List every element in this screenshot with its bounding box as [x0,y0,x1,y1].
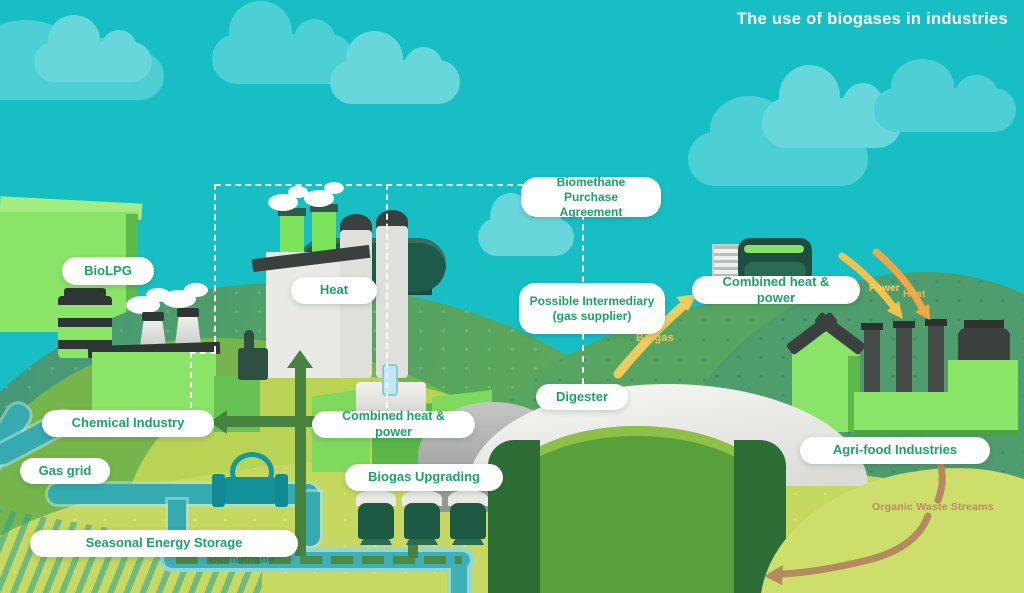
arrow-left-icon [210,410,227,434]
agri-tank [958,328,1010,364]
flow-arrow-chemical-chp [227,416,353,427]
dashed-connector-chp [386,184,388,408]
label-chemical-industry: Chemical Industry [42,410,214,437]
upgrading-tank-lid [448,490,488,506]
dashed-connector-left [214,184,216,352]
dashed-connector-digester [582,334,584,384]
label-chp-right: Combined heat & power [692,274,860,305]
upgrading-tank [450,503,486,539]
agri-chimney-cap [861,323,883,330]
organic-waste-flow-label: Organic Waste Streams [872,501,994,513]
upgrading-tank-stand [360,539,392,545]
label-gas-grid: Gas grid [20,458,110,484]
biomethane-pipeline-elbow [451,556,467,593]
upgrading-tank-lid [356,490,396,506]
agri-tank-lid [964,320,1004,328]
page-title: The use of biogases in industries [736,10,1008,28]
label-agri-food-industries: Agri-food Industries [800,437,990,464]
heat-chimney [280,214,304,258]
dashed-connector-chemical [190,352,192,408]
label-heat: Heat [291,277,377,304]
agri-chimney [864,330,880,402]
chp-generator-cylinder [744,262,806,280]
chemical-chimney-cap [177,308,199,317]
cloud-icon [34,15,152,82]
dashed-connector-bpa [582,214,584,282]
power-flow-label: Power [869,283,901,294]
label-biogas-upgrading: Biogas Upgrading [345,464,503,491]
agri-chimney [928,326,944,402]
agri-chimney-cap [925,319,947,326]
chemical-chimney-cap [142,312,164,321]
label-biolpg: BioLPG [62,257,154,285]
label-chp-center: Combined heat & power [312,409,475,439]
upgrading-tank [358,503,394,539]
silo [376,226,408,378]
label-biomethane-purchase-agreement: Biomethane Purchase Agreement [521,175,661,219]
valve-flange [212,474,225,507]
chp-generator-accent [744,245,804,253]
agri-building-base [854,430,1018,436]
valve-body-icon [224,477,276,504]
upgrading-tank-lid [402,490,442,506]
dashed-connector-jog [190,352,216,354]
heat-chimney-cap [278,208,306,216]
heat-chimney-cap [310,204,338,212]
valve-flange [275,474,288,507]
chemical-tower-cap [64,288,106,298]
agri-building [948,360,1018,434]
label-seasonal-energy-storage: Seasonal Energy Storage [30,530,298,557]
agri-chimney [896,328,912,402]
boiler-pipe [244,330,254,352]
upgrading-tank-stand [452,539,484,545]
dashed-connector-top [215,184,523,186]
agri-building [854,392,954,434]
cloud-icon [330,30,460,104]
label-digester: Digester [536,384,628,410]
flow-arrow-biomethane-to-heat [295,366,306,556]
label-possible-intermediary: Possible Intermediary (gas supplier) [519,283,665,334]
cloud-icon [212,0,354,84]
digester-side-left [488,440,540,593]
arrow-up-icon [287,350,313,368]
biomethane-flow-dashes [176,556,462,564]
boiler-unit [238,348,268,380]
upgrading-column [382,364,398,396]
upgrading-tank-stand [406,539,438,545]
cloud-icon [478,192,574,256]
chp-generator-grille [712,244,742,282]
cloud-icon [874,58,1016,132]
flow-stub-tanks [408,542,418,558]
heat-flow-label: Heat [903,289,926,300]
agri-chimney-cap [893,321,915,328]
biomethane-flow-label: Biomethane [209,554,274,566]
upgrading-tank [404,503,440,539]
